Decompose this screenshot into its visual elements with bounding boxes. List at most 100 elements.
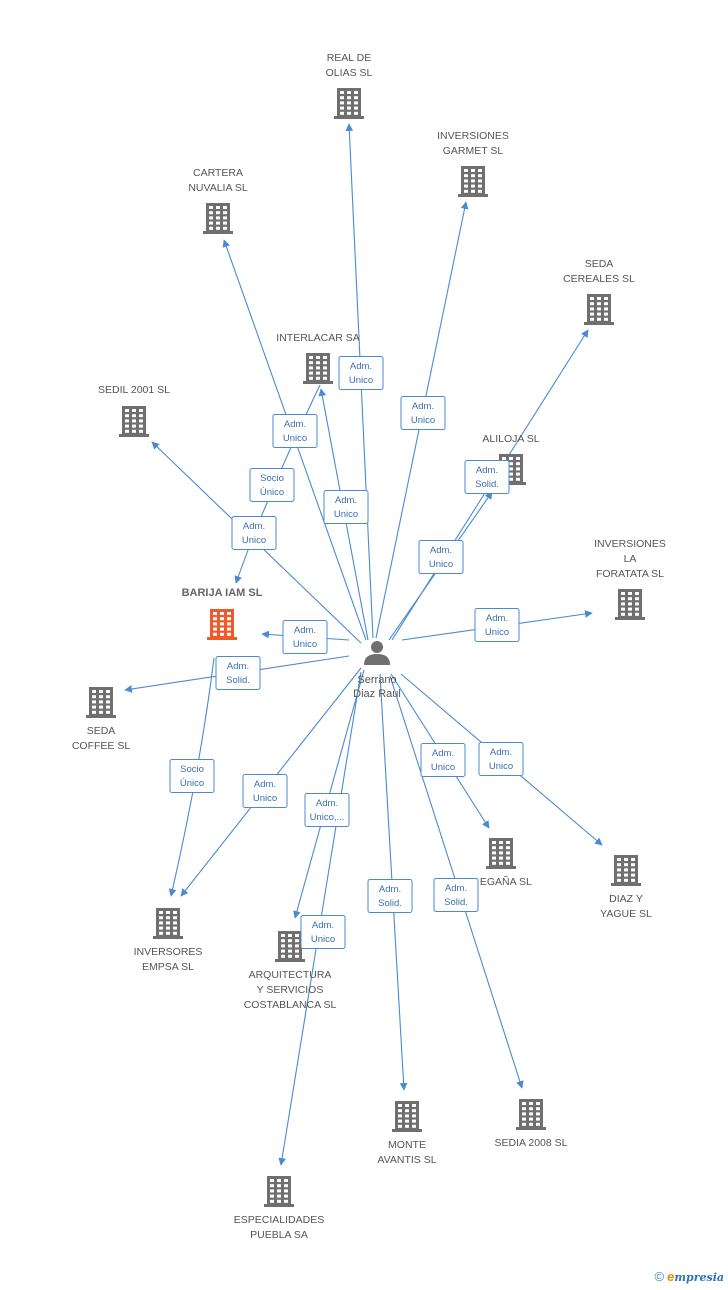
company-node-sedil[interactable]: SEDIL 2001 SL — [98, 384, 170, 437]
company-label: AVANTIS SL — [377, 1154, 436, 1166]
role-badge-box — [215, 656, 261, 690]
company-node-sedia[interactable]: SEDIA 2008 SL — [495, 1099, 568, 1149]
company-node-egana[interactable]: Y EGAÑA SL — [470, 838, 532, 888]
company-label: GARMET SL — [443, 145, 504, 157]
role-badge-box — [367, 879, 413, 913]
role-badge-real[interactable]: Adm. Unico — [338, 356, 384, 390]
company-node-barija[interactable]: BARIJA IAM SL — [182, 587, 263, 640]
role-badge-especialidades[interactable]: Adm. Unico — [300, 915, 346, 949]
role-badge-text: Adm. — [379, 884, 401, 895]
role-badge-text: Adm. — [350, 361, 372, 372]
role-badge-box — [400, 396, 446, 430]
building-icon — [207, 609, 237, 640]
building-icon — [516, 1099, 546, 1130]
role-badge-text: Solid. — [444, 897, 468, 908]
role-badge-foratata[interactable]: Adm. Unico — [474, 608, 520, 642]
role-badge-sedil[interactable]: Adm.Unico — [231, 516, 277, 550]
company-label: FORATATA SL — [596, 568, 664, 580]
role-badge-text: Adm. — [412, 401, 434, 412]
role-badge-text: Solid. — [378, 898, 402, 909]
building-icon — [486, 838, 516, 869]
role-badge-box — [418, 540, 464, 574]
company-label: Y EGAÑA SL — [470, 875, 532, 888]
building-icon — [392, 1101, 422, 1132]
role-badge-box — [338, 356, 384, 390]
role-badge-text: Adm. — [254, 779, 276, 790]
copyright-symbol: © — [654, 1269, 665, 1284]
role-badge-empsa[interactable]: Adm. Unico — [242, 774, 288, 808]
company-label: COFFEE SL — [72, 740, 131, 752]
role-badge-text: Adm. — [312, 920, 334, 931]
role-badge-arquitectura[interactable]: Adm.Unico,... — [304, 793, 350, 827]
role-badge-text: Unico — [334, 509, 358, 520]
role-badge-sedia[interactable]: Adm.Solid. — [433, 878, 479, 912]
role-badge-cartera[interactable]: Adm.Unico — [272, 414, 318, 448]
company-label: Y SERVICIOS — [257, 984, 324, 996]
role-badge-text: Único — [180, 778, 204, 789]
role-badge-interlacar[interactable]: Adm. Unico — [323, 490, 369, 524]
company-label: ESPECIALIDADES — [234, 1214, 324, 1226]
company-label: EMPSA SL — [142, 961, 194, 973]
company-label: INTERLACAR SA — [276, 332, 359, 344]
edges-layer — [124, 123, 603, 1166]
company-label: NUVALIA SL — [188, 182, 247, 194]
company-label: SEDA — [585, 258, 614, 270]
role-badge-aliloja[interactable]: Adm.Unico — [418, 540, 464, 574]
role-badge-monte[interactable]: Adm. Solid. — [367, 879, 413, 913]
role-badge-diaz[interactable]: Adm.Unico — [478, 742, 524, 776]
role-badge-box — [433, 878, 479, 912]
role-badge-barija[interactable]: Adm.Unico — [282, 620, 328, 654]
person-icon — [364, 641, 390, 665]
role-badge-coffee[interactable]: Adm.Solid. — [215, 656, 261, 690]
building-icon — [153, 908, 183, 939]
role-badge-text: Único — [260, 487, 284, 498]
role-badge-box — [169, 759, 215, 793]
company-label: BARIJA IAM SL — [182, 587, 263, 599]
building-icon — [334, 88, 364, 119]
role-badge-text: Unico — [349, 375, 373, 386]
role-badge-text: Adm. — [335, 495, 357, 506]
role-badge-text: Adm. — [284, 419, 306, 430]
footer-brand: © empresia — [655, 1269, 724, 1284]
role-badge-egana[interactable]: Adm.Unico — [420, 743, 466, 777]
brand-logo: empresia — [667, 1269, 724, 1284]
role-badge-box — [272, 414, 318, 448]
role-badge-text: Adm. — [486, 613, 508, 624]
role-badge-text: Solid. — [475, 479, 499, 490]
role-badge-text: Unico — [311, 934, 335, 945]
role-badge-text: Socio — [260, 473, 284, 484]
role-badge-garmet[interactable]: Adm. Unico — [400, 396, 446, 430]
building-icon — [275, 931, 305, 962]
role-badge-cereales[interactable]: Adm.Solid. — [464, 460, 510, 494]
building-icon — [458, 166, 488, 197]
company-node-interlacar[interactable]: INTERLACAR SA — [276, 332, 360, 384]
role-badge-text: Unico — [253, 793, 277, 804]
role-badge-text: Unico — [485, 627, 509, 638]
role-badge-box — [231, 516, 277, 550]
building-icon — [584, 294, 614, 325]
role-badge-text: Unico — [411, 415, 435, 426]
role-badge-box — [478, 742, 524, 776]
company-label: COSTABLANCA SL — [244, 999, 337, 1011]
role-badge-text: Unico — [293, 639, 317, 650]
role-badge-text: Adm. — [243, 521, 265, 532]
role-badge-text: Socio — [180, 764, 204, 775]
building-icon — [615, 589, 645, 620]
role-badge-box — [304, 793, 350, 827]
role-badge-text: Adm. — [432, 748, 454, 759]
